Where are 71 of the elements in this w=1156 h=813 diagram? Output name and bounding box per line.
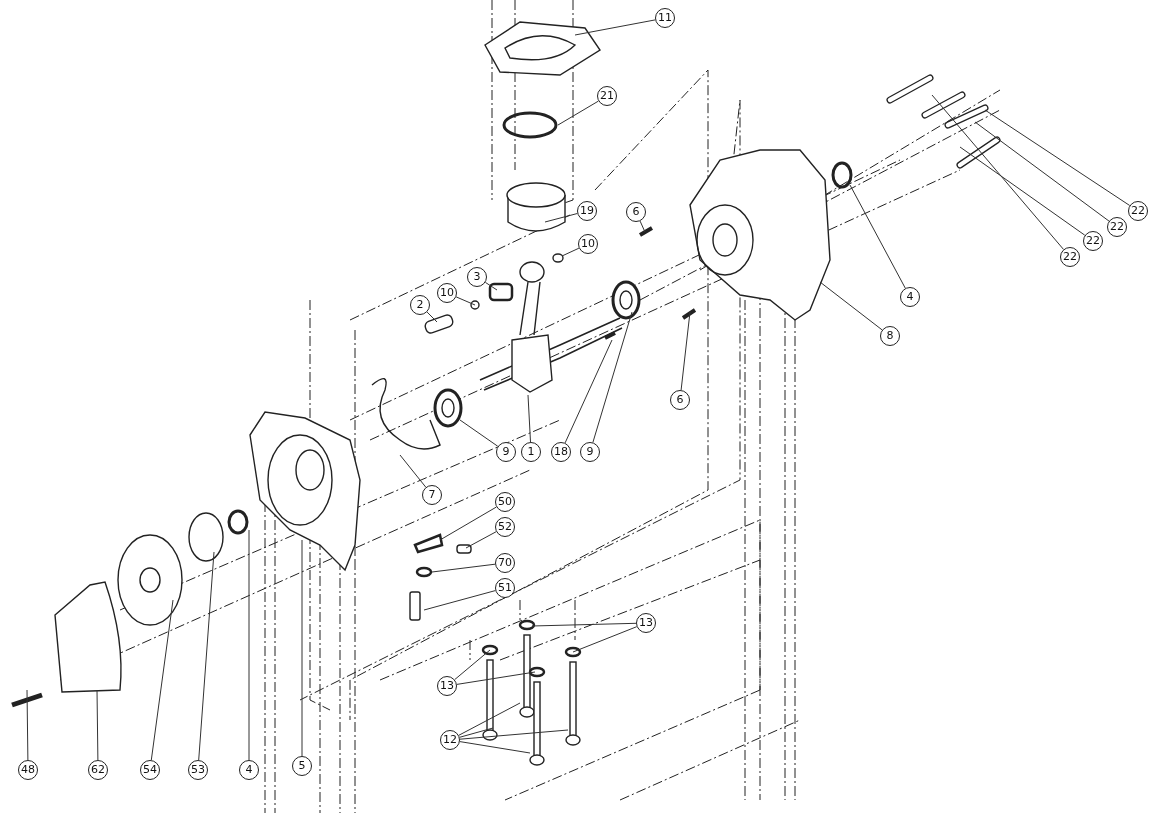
callout-number: 70 [495, 553, 515, 573]
leader-line [431, 563, 496, 573]
callout-number: 5 [292, 756, 312, 776]
callout-number: 48 [18, 760, 38, 780]
leader-line [198, 551, 215, 761]
callout-number: 9 [580, 442, 600, 462]
callout-number: 13 [437, 676, 457, 696]
leader-line [96, 689, 99, 761]
callout-number: 10 [578, 234, 598, 254]
callout-number: 53 [188, 760, 208, 780]
callout-number: 4 [900, 287, 920, 307]
leader-line [423, 590, 496, 611]
callout-number: 50 [495, 492, 515, 512]
leader-line [974, 121, 1110, 222]
leader-line [26, 689, 29, 761]
callout-number: 22 [1107, 217, 1127, 237]
leader-line [574, 19, 656, 36]
leader-line [931, 94, 1064, 250]
callout-number: 22 [1060, 247, 1080, 267]
leader-line [439, 506, 497, 541]
leader-line [527, 394, 531, 443]
callout-number: 4 [239, 760, 259, 780]
leader-line [459, 419, 499, 447]
callout-number: 21 [597, 86, 617, 106]
leader-line [459, 727, 494, 738]
callout-number: 2 [410, 295, 430, 315]
leader-line [959, 146, 1086, 236]
leader-line [465, 531, 497, 549]
leader-line [639, 220, 646, 233]
callout-number: 51 [495, 578, 515, 598]
callout-number: 22 [1128, 201, 1148, 221]
leader-line [984, 109, 1131, 206]
callout-number: 19 [577, 201, 597, 221]
leader-line [399, 454, 427, 488]
callout-number: 7 [422, 485, 442, 505]
callout-number: 62 [88, 760, 108, 780]
leader-line [484, 281, 498, 291]
leader-line [544, 213, 578, 223]
leader-line [150, 599, 174, 761]
leader-line [456, 671, 536, 685]
callout-number: 10 [437, 283, 457, 303]
leader-line [458, 702, 521, 736]
callout-number: 3 [467, 267, 487, 287]
callout-number: 54 [140, 760, 160, 780]
callout-number: 6 [670, 390, 690, 410]
callout-number: 12 [440, 730, 460, 750]
callout-number: 18 [551, 442, 571, 462]
callout-number: 52 [495, 517, 515, 537]
leader-line [680, 311, 691, 391]
leader-line [455, 296, 476, 306]
callout-number: 6 [626, 202, 646, 222]
leader-line [557, 100, 599, 126]
leader-line [459, 729, 569, 740]
leader-line [819, 281, 883, 331]
leader-line [564, 339, 613, 444]
callout-number: 11 [655, 8, 675, 28]
leader-line [849, 184, 906, 289]
callout-number: 8 [880, 326, 900, 346]
leader-line [592, 311, 633, 443]
leader-line [561, 247, 580, 257]
leader-line [459, 741, 531, 754]
callout-number: 1 [521, 442, 541, 462]
leader-line [426, 311, 438, 323]
callout-number: 22 [1083, 231, 1103, 251]
leader-line [248, 529, 250, 761]
callout-number: 9 [496, 442, 516, 462]
leader-line [531, 622, 637, 627]
leader-line [301, 539, 303, 757]
callout-number: 13 [636, 613, 656, 633]
leader-line [572, 626, 638, 653]
leader-line [454, 649, 491, 681]
